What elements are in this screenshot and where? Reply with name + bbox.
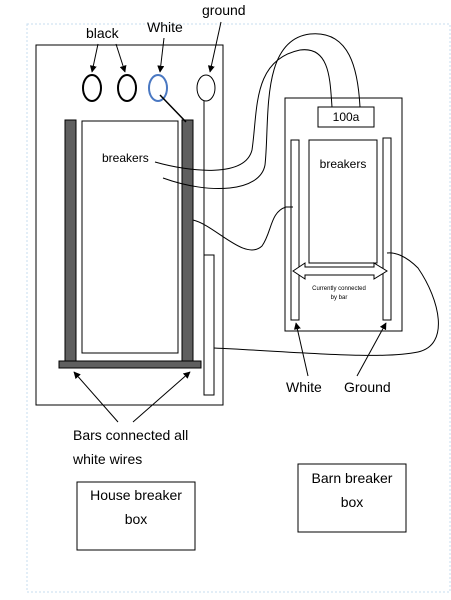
knockout-black-2 bbox=[117, 74, 137, 102]
label-house-box-2: box bbox=[125, 511, 148, 527]
knockout-black-1 bbox=[82, 74, 102, 102]
knockout-white bbox=[148, 74, 168, 102]
arrow-bars-left bbox=[73, 371, 119, 423]
house-breakers-area bbox=[81, 120, 179, 354]
label-white-bottom: White bbox=[286, 379, 322, 395]
label-house-breakers: breakers bbox=[102, 151, 149, 165]
label-barn-box-2: box bbox=[341, 494, 364, 510]
feeder-hot-2 bbox=[162, 33, 361, 190]
label-white-top: White bbox=[147, 19, 183, 35]
double-arrow-connection bbox=[292, 262, 388, 280]
label-bars-connected-1: Bars connected all bbox=[73, 427, 188, 443]
neutral-bar-bottom bbox=[58, 360, 202, 369]
label-currently-connected-2: by bar bbox=[331, 295, 348, 301]
knockout-ground bbox=[196, 74, 216, 102]
arrow-bars-right bbox=[132, 371, 191, 423]
arrow-ground-bottom bbox=[356, 322, 387, 377]
arrow-white bbox=[157, 37, 165, 73]
page-border bbox=[26, 23, 451, 593]
neutral-bar-left bbox=[64, 119, 77, 366]
label-currently-connected-1: Currently connected bbox=[312, 286, 366, 292]
label-barn-box-1: Barn breaker bbox=[312, 470, 393, 486]
label-house-box-1: House breaker bbox=[90, 487, 182, 503]
feeder-hot-1 bbox=[154, 49, 333, 171]
barn-ground-bar bbox=[382, 137, 392, 321]
label-ground-bottom: Ground bbox=[344, 379, 391, 395]
label-main-breaker: 100a bbox=[333, 110, 360, 124]
ground-bar-house bbox=[203, 254, 215, 396]
feeder-neutral bbox=[192, 206, 293, 251]
arrow-ground bbox=[207, 21, 222, 73]
barn-neutral-bar bbox=[290, 139, 300, 321]
label-ground-top: ground bbox=[202, 2, 246, 18]
arrow-black-2 bbox=[115, 43, 127, 73]
barn-breakers-area bbox=[308, 139, 378, 264]
feeder-ground bbox=[213, 252, 439, 356]
barn-box-caption bbox=[297, 463, 407, 533]
label-bars-connected-2: white wires bbox=[72, 451, 142, 467]
main-breaker bbox=[317, 106, 375, 128]
neutral-bar-right bbox=[181, 119, 194, 366]
arrow-black-1 bbox=[89, 43, 99, 73]
white-wire-house bbox=[159, 94, 187, 123]
arrow-white-bottom bbox=[293, 322, 309, 377]
label-barn-breakers: breakers bbox=[320, 157, 367, 171]
house-box-caption bbox=[76, 481, 196, 551]
label-black: black bbox=[86, 25, 120, 41]
